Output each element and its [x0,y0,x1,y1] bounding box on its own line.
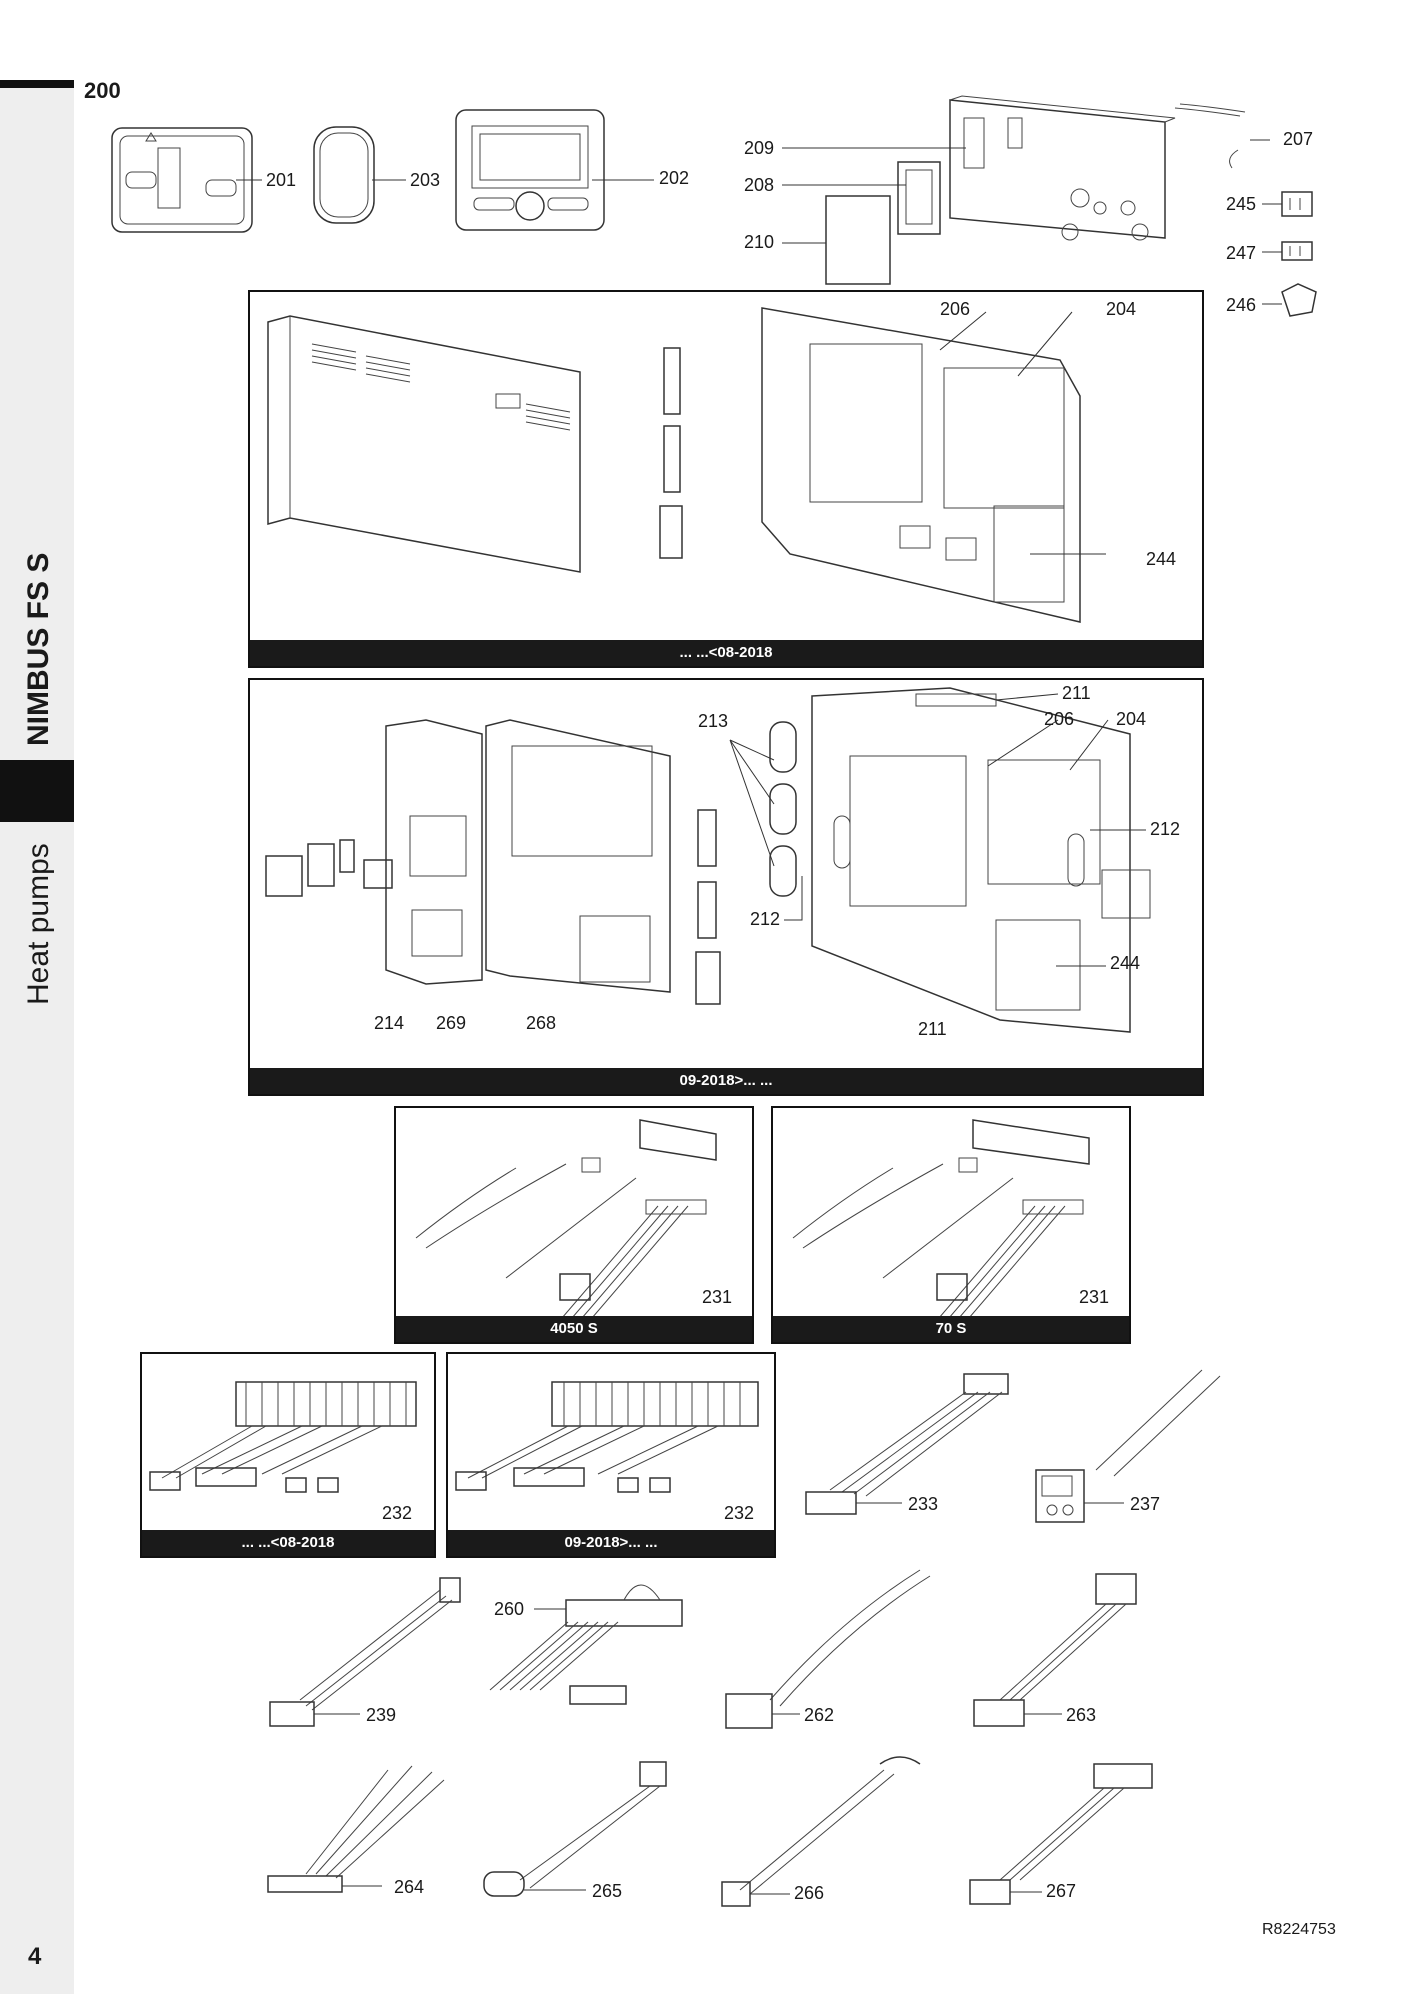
terminal-new-drawing [455,1381,759,1493]
side-tab [0,80,74,1994]
callout-262: 262 [804,1705,835,1725]
page-number: 4 [28,1943,42,1970]
panel-caption: 4050 S [396,1316,752,1342]
harness-70s-drawing [792,1119,1090,1318]
callout-239: 239 [366,1705,397,1725]
callout-209: 209 [744,138,775,158]
panel-terminal-new: 232 09-2018>... ... [446,1352,776,1558]
panel-caption: 70 S [773,1316,1129,1342]
callout-260: 260 [494,1599,525,1619]
callout-247: 247 [1226,243,1257,263]
callout-204-new: 204 [1116,709,1147,729]
panel-caption: 09-2018>... ... [448,1530,774,1556]
callout-267: 267 [1046,1881,1077,1901]
callout-207: 207 [1283,129,1314,149]
side-tab-top-bar [0,80,74,88]
controller-202-drawing [455,109,605,231]
callout-212-left: 212 [750,909,781,929]
callout-208: 208 [744,175,775,195]
callout-245: 245 [1226,194,1257,214]
side-tab-marker [0,760,74,822]
top-row-leaders [236,139,1282,305]
callout-244-old: 244 [1146,549,1177,569]
panel-caption: 09-2018>... ... [250,1068,1202,1094]
sensor-203-drawing [313,126,375,224]
callout-210: 210 [744,232,775,252]
harness-4050s-drawing [415,1119,717,1318]
callout-231-70s: 231 [1079,1287,1110,1307]
pcb-old-drawing [267,307,1106,623]
callout-206-new: 206 [1044,709,1075,729]
document-reference: R8224753 [1262,1921,1336,1938]
callout-269: 269 [436,1013,467,1033]
callout-202: 202 [659,168,690,188]
callout-204-old: 204 [1106,299,1137,319]
callout-263: 263 [1066,1705,1097,1725]
figure-number: 200 [84,78,121,103]
callout-211-top: 211 [1062,683,1091,703]
callout-233: 233 [908,1494,939,1514]
panel-pcb-new: 211 213 206 204 212 212 244 211 214 269 … [248,678,1204,1096]
callout-213: 213 [698,711,729,731]
callout-206-old: 206 [940,299,971,319]
callout-265: 265 [592,1881,623,1901]
panel-terminal-old: 232 ... ...<08-2018 [140,1352,436,1558]
callout-231-4050s: 231 [702,1287,733,1307]
terminal-old-drawing [149,1381,417,1493]
panel-pcb-old: 206 204 244 ... ...<08-2018 [248,290,1204,668]
callout-246: 246 [1226,295,1257,315]
panel-harness-70s: 231 70 S [771,1106,1131,1344]
panel-harness-4050s: 231 4050 S [394,1106,754,1344]
callout-203: 203 [410,170,441,190]
callout-211-bottom: 211 [918,1019,947,1039]
callout-266: 266 [794,1883,825,1903]
callout-214: 214 [374,1013,405,1033]
panel-caption: ... ...<08-2018 [142,1530,434,1556]
callout-201: 201 [266,170,297,190]
pcb-new-drawing [265,687,1151,1033]
housing-207-210-drawing [825,95,1246,285]
callout-232-old: 232 [382,1503,413,1523]
callout-237: 237 [1130,1494,1161,1514]
callout-264: 264 [394,1877,425,1897]
panel-caption: ... ...<08-2018 [250,640,1202,666]
callout-232-new: 232 [724,1503,755,1523]
callout-212-right: 212 [1150,819,1181,839]
callout-268: 268 [526,1013,557,1033]
callout-244-new: 244 [1110,953,1141,973]
